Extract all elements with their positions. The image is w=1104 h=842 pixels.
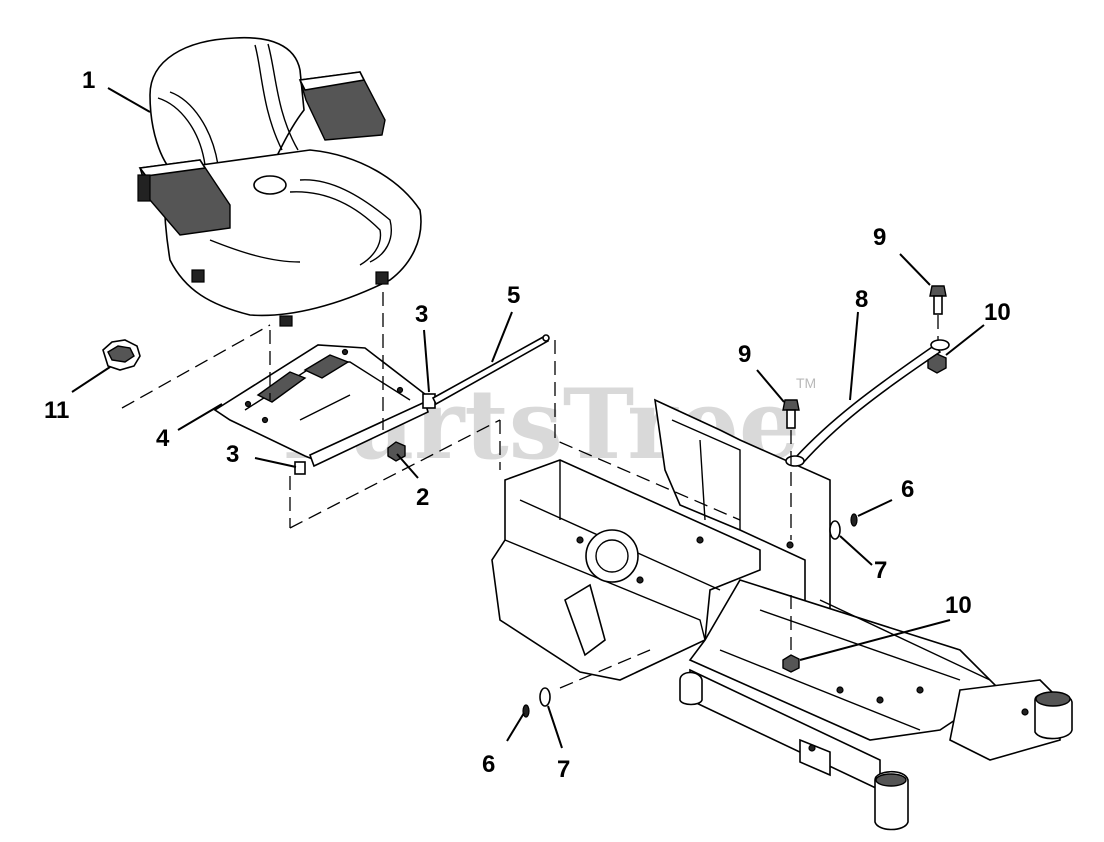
callout-8-support-rod: 8	[855, 286, 868, 313]
callout-3-bushing-lower: 3	[226, 441, 239, 468]
callout-4-seat-pan: 4	[156, 425, 170, 452]
seat-drawing	[137, 36, 422, 327]
washers-drawing	[539, 520, 841, 707]
seat-rod-drawing	[431, 334, 550, 406]
callout-11-knob: 11	[44, 397, 69, 424]
callout-6-clip-left: 6	[482, 751, 495, 778]
seat-nut-drawing	[387, 441, 406, 462]
seat-pan-drawing	[213, 344, 431, 468]
knob-drawing	[102, 339, 141, 371]
watermark-trademark: TM	[796, 375, 816, 391]
callout-6-clip-right: 6	[901, 476, 914, 503]
callout-7-washer-right: 7	[874, 557, 887, 584]
callout-7-washer-left: 7	[557, 756, 570, 783]
bolts-drawing	[782, 285, 947, 429]
nut-lower-drawing	[782, 654, 800, 673]
callout-10-nut-upper: 10	[984, 299, 1011, 326]
callout-5-seat-rod: 5	[507, 282, 520, 309]
callout-9-bolt-upper: 9	[873, 224, 886, 251]
assembly-lines	[121, 292, 939, 689]
callout-3-bushing-upper: 3	[415, 301, 428, 328]
leader-lines	[71, 87, 985, 749]
callout-10-nut-lower: 10	[945, 592, 972, 619]
callout-1-seat: 1	[82, 67, 95, 94]
nut-upper-drawing	[927, 353, 947, 374]
support-rod-drawing	[785, 339, 950, 467]
frame-drawing	[491, 398, 1073, 831]
callout-9-bolt-lower: 9	[738, 341, 751, 368]
callout-2-seat-nut: 2	[416, 484, 429, 511]
